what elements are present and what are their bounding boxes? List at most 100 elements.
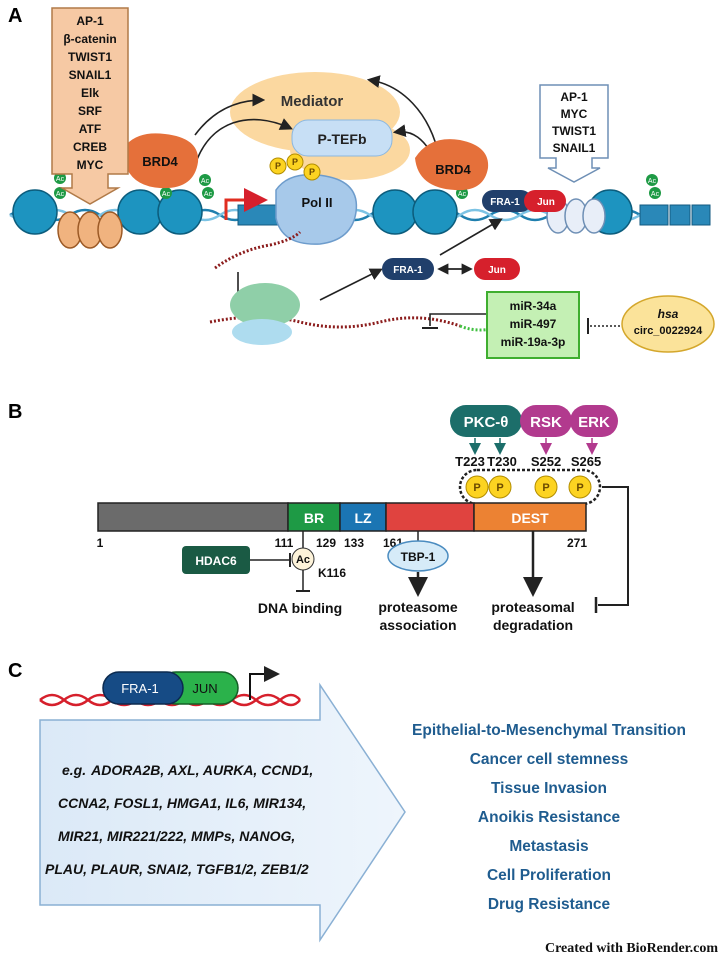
mirna-box — [486, 291, 580, 359]
brd4-to-mediator-arrow-left — [194, 93, 266, 136]
gene-list-line-4: PLAU, PLAUR, SNAI2, TGFB1/2, ZEB1/2 — [45, 861, 309, 877]
mediator-label: Mediator — [281, 93, 344, 110]
jun-on-dna-label: Jun — [537, 197, 555, 208]
fra1-free — [382, 258, 434, 280]
domain-lz — [339, 502, 387, 532]
svg-text:Elk: Elk — [81, 86, 99, 100]
tbp1-label: TBP-1 — [401, 550, 436, 564]
outcome-drug-resistance: Drug Resistance — [488, 896, 611, 913]
outcome-stemness: Cancer cell stemness — [470, 751, 629, 768]
gene-list-line-1-text: ADORA2B, AXL, AURKA, CCND1, — [90, 762, 313, 778]
kinase-pkc-theta-label: PKC-θ — [464, 414, 509, 431]
fra1-jun-on-dna-jun — [524, 190, 566, 212]
tf-list-left: AP-1 β-catenin TWIST1 SNAIL1 Elk SRF ATF… — [63, 14, 116, 172]
domain-dest-label: DEST — [511, 510, 549, 526]
brd4-left-label: BRD4 — [142, 154, 178, 169]
jun-free — [474, 258, 520, 280]
acetyl-k116-label: Ac — [296, 554, 310, 566]
phospho-circles: P P P P — [465, 475, 592, 499]
residue-positions: 1 111 129 133 161 271 — [97, 536, 588, 550]
svg-text:P: P — [275, 161, 281, 171]
gene-list-line-1: e.g.ADORA2B, AXL, AURKA, CCND1, — [62, 762, 313, 778]
svg-text:Ac: Ac — [458, 191, 467, 198]
outcome-proliferation: Cell Proliferation — [487, 867, 611, 884]
phospho-sites: T223 T230 S252 S265 — [455, 454, 601, 469]
tf-box-right — [539, 84, 609, 183]
tss-arrow — [224, 188, 268, 220]
fra1-on-dna-label: FRA-1 — [490, 197, 520, 208]
gene-body-right-3 — [691, 204, 711, 226]
svg-text:AP-1: AP-1 — [76, 14, 104, 28]
tf-list-right: AP-1 MYC TWIST1 SNAIL1 — [552, 90, 596, 155]
biorender-credit: Created with BioRender.com — [545, 941, 718, 956]
tf-box-left — [51, 7, 129, 205]
svg-text:P: P — [473, 482, 480, 494]
tf-ovals-left — [57, 211, 123, 249]
svg-text:T230: T230 — [487, 454, 517, 469]
proteasomal-degradation-2: degradation — [493, 617, 573, 633]
outcome-metastasis: Metastasis — [509, 838, 588, 855]
svg-text:MYC: MYC — [77, 158, 104, 172]
hdac6-label: HDAC6 — [195, 554, 237, 568]
ribosome-small — [232, 319, 292, 345]
svg-text:271: 271 — [567, 536, 587, 550]
svg-text:P: P — [496, 482, 503, 494]
jun-free-label: Jun — [488, 265, 506, 276]
svg-text:β-catenin: β-catenin — [63, 32, 116, 46]
svg-text:Ac: Ac — [56, 191, 65, 198]
translation-arrow — [319, 268, 383, 301]
jun-c-label: JUN — [192, 681, 217, 696]
pol-ii-phospho: P P P — [269, 153, 321, 181]
svg-text:miR-34a: miR-34a — [510, 299, 557, 313]
mirna-inhibition — [429, 313, 487, 326]
gene-body-right-1 — [639, 204, 669, 226]
domain-br-label: BR — [304, 510, 324, 526]
svg-text:AP-1: AP-1 — [560, 90, 588, 104]
brd4-left — [122, 133, 199, 189]
svg-text:Ac: Ac — [201, 178, 210, 185]
svg-text:MYC: MYC — [561, 107, 588, 121]
proteasome-association-1: proteasome — [378, 599, 458, 615]
fra1-c-label: FRA-1 — [121, 681, 159, 696]
svg-text:Ac: Ac — [648, 178, 657, 185]
fra1-free-label: FRA-1 — [393, 265, 423, 276]
svg-text:SNAIL1: SNAIL1 — [69, 68, 112, 82]
svg-text:Ac: Ac — [162, 191, 171, 198]
circrna-name: circ_0022924 — [634, 325, 703, 337]
domain-br — [287, 502, 341, 532]
svg-text:miR-497: miR-497 — [510, 317, 557, 331]
circrna-oval — [621, 295, 715, 353]
svg-text:SRF: SRF — [78, 104, 102, 118]
nascent-mrna — [214, 230, 302, 270]
pol-ii-label: Pol II — [301, 195, 332, 210]
svg-text:P: P — [292, 157, 298, 167]
tf-ovals-right — [546, 198, 606, 234]
svg-text:S265: S265 — [571, 454, 601, 469]
svg-text:SNAIL1: SNAIL1 — [553, 141, 596, 155]
tbp1 — [387, 540, 449, 572]
big-arrow — [39, 682, 406, 943]
fra1-jun-on-dna-fra1 — [482, 190, 532, 212]
gene-list-line-2: CCNA2, FOSL1, HMGA1, IL6, MIR134, — [58, 795, 306, 811]
ptefb-label: P-TEFb — [318, 131, 367, 147]
svg-text:TWIST1: TWIST1 — [68, 50, 112, 64]
eg-label: e.g. — [62, 762, 86, 778]
dna-binding-label: DNA binding — [258, 600, 342, 616]
domain-linker — [385, 502, 475, 532]
kinase-rsk — [520, 405, 572, 437]
outcome-invasion: Tissue Invasion — [491, 780, 607, 797]
domain-lz-label: LZ — [354, 510, 372, 526]
dimer-to-dna-arrow — [439, 218, 503, 256]
brd4-to-ptefb-arrow — [194, 118, 293, 166]
gene-body-right-2 — [669, 204, 691, 226]
hdac6-box — [182, 546, 250, 574]
ribosome-large — [230, 283, 300, 327]
mirna-list: miR-34a miR-497 miR-19a-3p — [501, 299, 566, 349]
phospho-inhibit-degradation — [598, 486, 629, 606]
svg-text:111: 111 — [275, 536, 294, 550]
svg-text:Ac: Ac — [56, 176, 65, 183]
svg-text:T223: T223 — [455, 454, 485, 469]
svg-text:P: P — [576, 482, 583, 494]
kinase-erk-label: ERK — [578, 414, 610, 431]
